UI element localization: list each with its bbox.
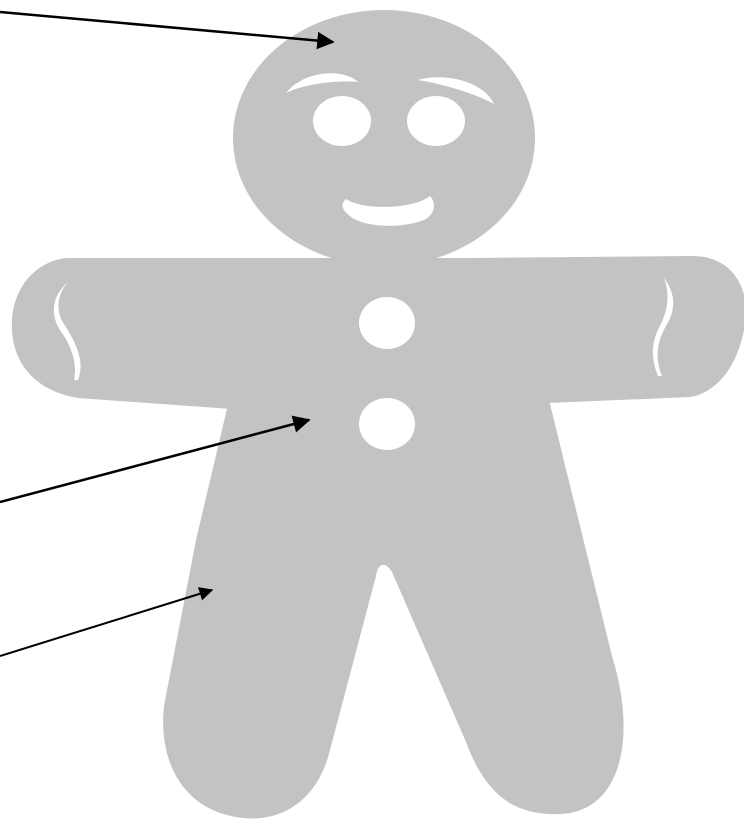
head [233, 10, 535, 266]
arrow-to-head [0, 12, 333, 42]
left-eye [313, 96, 371, 146]
lower-button [359, 398, 415, 450]
upper-button [359, 297, 415, 349]
legs [163, 396, 623, 818]
gingerbread-man [12, 10, 744, 818]
right-eye [407, 96, 465, 146]
